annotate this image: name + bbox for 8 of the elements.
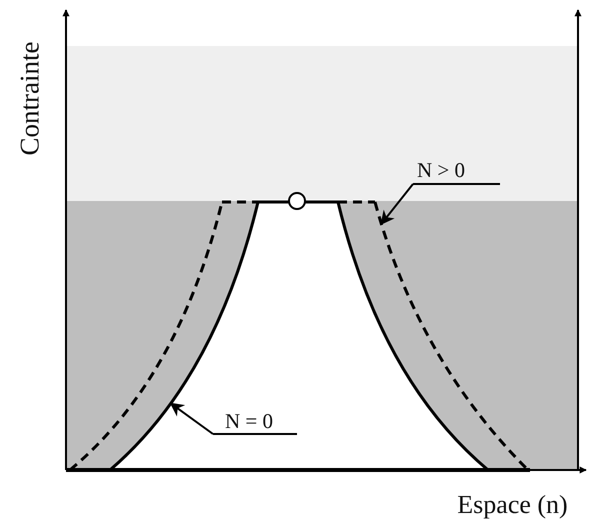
x-axis-label: Espace (n) <box>456 492 569 518</box>
leader-line <box>380 183 414 225</box>
solid-curve <box>108 202 260 472</box>
dashed-curve <box>374 202 530 472</box>
curve-label: N > 0 <box>413 158 500 185</box>
y-axis-label: Contrainte <box>16 40 44 158</box>
leader-line <box>170 402 214 435</box>
curve-label: N = 0 <box>213 409 297 435</box>
